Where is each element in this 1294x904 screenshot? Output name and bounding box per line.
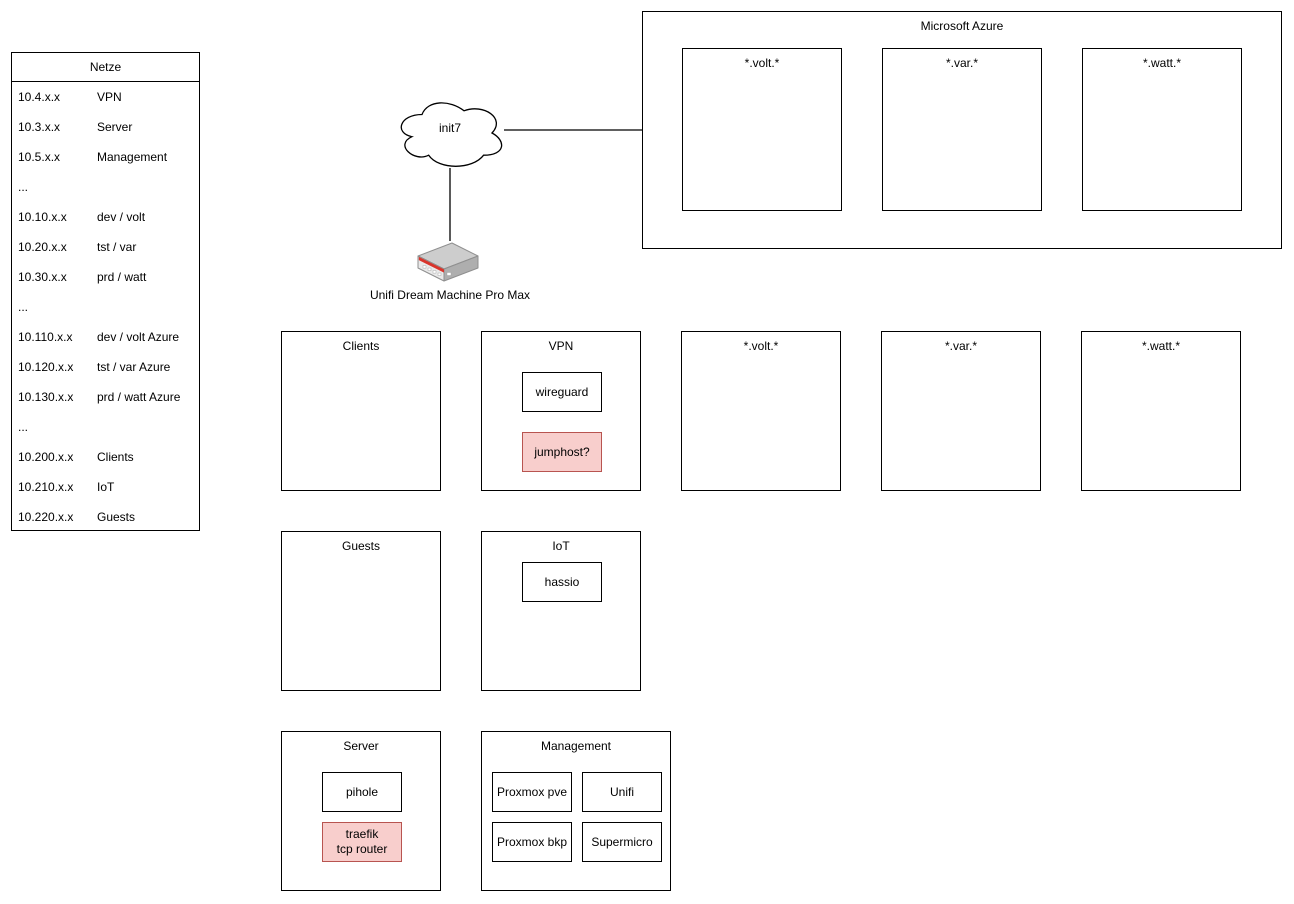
ip-range-cell: 10.200.x.x <box>18 450 74 464</box>
box-title: VPN <box>548 339 574 353</box>
box-title: Clients <box>342 339 380 353</box>
box-title: IoT <box>552 539 570 553</box>
table-row: 10.30.x.x prd / watt <box>12 262 199 292</box>
network-box-watt: *.watt.* <box>1081 331 1241 491</box>
proxmox-bkp-chip: Proxmox bkp <box>492 822 572 862</box>
azure-subnet-box-watt: *.watt.* <box>1082 48 1242 211</box>
ip-range-cell: ... <box>18 300 29 314</box>
network-name-cell: prd / watt <box>97 270 147 284</box>
ip-range-cell: 10.110.x.x <box>18 330 73 344</box>
box-title: Guests <box>341 539 380 553</box>
table-row: ... <box>12 172 199 202</box>
azure-title: Microsoft Azure <box>920 19 1004 33</box>
table-row: 10.130.x.x prd / watt Azure <box>12 382 199 412</box>
network-box-volt: *.volt.* <box>681 331 841 491</box>
azure-subnet-box-volt: *.volt.* <box>682 48 842 211</box>
internet-cloud: init7 <box>393 94 507 172</box>
ip-range-cell: 10.20.x.x <box>18 240 67 254</box>
network-box-management: Management Proxmox pve Unifi Proxmox bkp… <box>481 731 671 891</box>
ip-range-cell: 10.4.x.x <box>18 90 61 104</box>
ip-range-cell: 10.120.x.x <box>18 360 74 374</box>
ip-range-cell: 10.5.x.x <box>18 150 61 164</box>
ip-range-cell: 10.30.x.x <box>18 270 67 284</box>
proxmox-pve-chip: Proxmox pve <box>492 772 572 812</box>
table-row: 10.3.x.x Server <box>12 112 199 142</box>
cloud-label: init7 <box>438 121 461 135</box>
network-name-cell: tst / var Azure <box>97 360 171 374</box>
table-row: 10.5.x.x Management <box>12 142 199 172</box>
network-box-vpn: VPN wireguard jumphost? <box>481 331 641 491</box>
box-title: Management <box>540 739 612 753</box>
table-row: 10.200.x.x Clients <box>12 442 199 472</box>
network-box-var: *.var.* <box>881 331 1041 491</box>
pihole-chip: pihole <box>322 772 402 812</box>
ip-range-cell: 10.220.x.x <box>18 510 74 524</box>
network-name-cell: Clients <box>97 450 134 464</box>
table-row: 10.210.x.x IoT <box>12 472 199 502</box>
box-title: *.watt.* <box>1141 339 1180 353</box>
network-name-cell: VPN <box>97 90 122 104</box>
table-row: ... <box>12 412 199 442</box>
ip-range-cell: 10.130.x.x <box>18 390 74 404</box>
azure-subnet-label: *.volt.* <box>744 56 780 70</box>
network-name-cell: dev / volt Azure <box>97 330 180 344</box>
router-label: Unifi Dream Machine Pro Max <box>369 288 531 302</box>
supermicro-chip: Supermicro <box>582 822 662 862</box>
network-box-server: Server pihole traefik tcp router <box>281 731 441 891</box>
network-name-cell: tst / var <box>97 240 137 254</box>
jumphost-chip: jumphost? <box>522 432 602 472</box>
traefik-chip: traefik tcp router <box>322 822 402 862</box>
azure-container: Microsoft Azure *.volt.* *.var.* *.watt.… <box>642 11 1282 249</box>
azure-subnet-label: *.watt.* <box>1142 56 1181 70</box>
network-name-cell: Guests <box>97 510 136 524</box>
network-box-guests: Guests <box>281 531 441 691</box>
network-name-cell: IoT <box>97 480 115 494</box>
cloud-icon <box>400 102 503 167</box>
table-row: ... <box>12 292 199 322</box>
hassio-chip: hassio <box>522 562 602 602</box>
router-icon <box>416 239 480 283</box>
azure-subnet-box-var: *.var.* <box>882 48 1042 211</box>
table-row: 10.220.x.x Guests <box>12 502 199 532</box>
netze-table-title: Netze <box>12 53 199 82</box>
table-row: 10.120.x.x tst / var Azure <box>12 352 199 382</box>
netze-table-body: 10.4.x.x VPN 10.3.x.x Server 10.5.x.x Manag… <box>12 82 199 532</box>
ip-range-cell: ... <box>18 420 29 434</box>
box-title: *.var.* <box>944 339 977 353</box>
box-title: Server <box>343 739 379 753</box>
network-name-cell: dev / volt <box>97 210 146 224</box>
ip-range-cell: 10.210.x.x <box>18 480 74 494</box>
network-name-cell: Management <box>97 150 168 164</box>
table-row: 10.110.x.x dev / volt Azure <box>12 322 199 352</box>
network-name-cell: prd / watt Azure <box>97 390 181 404</box>
netze-table: Netze 10.4.x.x VPN 10.3.x.x Server 10.5.x.… <box>11 52 200 531</box>
table-row: 10.20.x.x tst / var <box>12 232 199 262</box>
ip-range-cell: 10.3.x.x <box>18 120 61 134</box>
table-row: 10.4.x.x VPN <box>12 82 199 112</box>
table-row: 10.10.x.x dev / volt <box>12 202 199 232</box>
ip-range-cell: ... <box>18 180 29 194</box>
network-name-cell: Server <box>97 120 133 134</box>
ip-range-cell: 10.10.x.x <box>18 210 67 224</box>
unifi-chip: Unifi <box>582 772 662 812</box>
wireguard-chip: wireguard <box>522 372 602 412</box>
network-box-clients: Clients <box>281 331 441 491</box>
azure-subnet-label: *.var.* <box>945 56 978 70</box>
network-box-iot: IoT hassio <box>481 531 641 691</box>
box-title: *.volt.* <box>743 339 779 353</box>
